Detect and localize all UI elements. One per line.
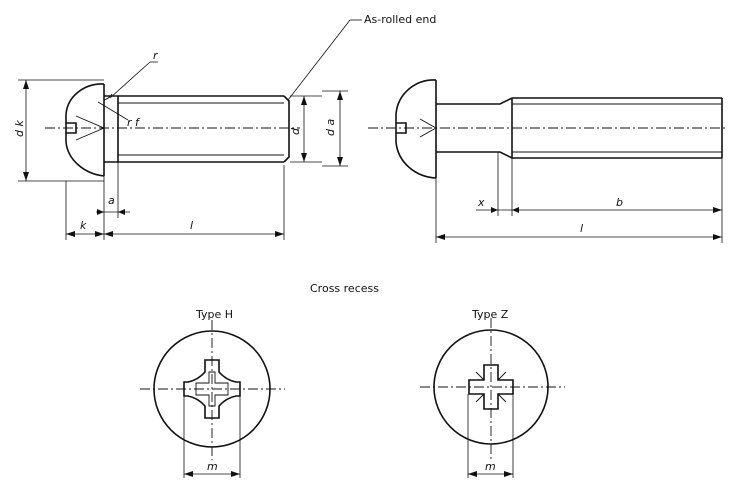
da-arrow-bottom [337, 157, 343, 166]
a-label: a [108, 194, 115, 207]
l-left-label: l [190, 219, 193, 232]
x-arrow-right [512, 207, 519, 213]
right-reduced-shank [436, 97, 513, 159]
da-arrow-top [337, 91, 343, 100]
type-h-label: Type H [195, 308, 233, 321]
type-z-m-arrow-right [504, 471, 513, 477]
left-screw-view: As-rolled end r r f d k d d a a k l [13, 13, 436, 240]
type-z-label: Type Z [471, 308, 509, 321]
right-screw-head [395, 79, 437, 179]
left-head-slot [66, 122, 77, 134]
left-shank-end [283, 95, 290, 163]
l-right-arrow-left [436, 234, 445, 240]
right-head-slot [396, 122, 407, 134]
as-rolled-end-label: As-rolled end [364, 13, 436, 26]
d-arrow-top [301, 96, 307, 105]
type-z-m-arrow-left [468, 471, 477, 477]
left-fillet [103, 93, 113, 101]
d-label: d [289, 127, 302, 135]
type-z-recess: Type Z m [420, 308, 565, 478]
l-right-arrow-right [713, 234, 722, 240]
type-h-cross [183, 359, 241, 419]
dk-label: d k [13, 120, 26, 137]
dk-arrow-top [23, 80, 29, 89]
type-h-m-label: m [207, 460, 218, 473]
type-h-m-arrow-left [184, 471, 193, 477]
x-label: x [477, 196, 485, 209]
l-arrow-right [275, 231, 284, 237]
type-z-ribs [475, 371, 507, 403]
k-arrow-right [95, 231, 104, 237]
k-label: k [80, 219, 87, 232]
b-arrow-right [713, 207, 722, 213]
cross-recess-title: Cross recess [310, 282, 379, 295]
b-label: b [616, 196, 623, 209]
left-recess-cone [75, 115, 106, 141]
da-label: d a [324, 119, 337, 136]
a-arrow-left [97, 209, 104, 215]
right-recess-cone [419, 118, 437, 138]
left-screw-head [65, 83, 105, 177]
a-arrow-right [118, 209, 125, 215]
as-rolled-leader [287, 19, 351, 101]
rf-label: r f [127, 116, 141, 129]
r-label: r [153, 49, 159, 62]
d-arrow-bottom [301, 153, 307, 162]
type-h-recess: Type H m [140, 308, 285, 478]
type-h-cross-inner [195, 371, 229, 407]
type-z-m-label: m [485, 460, 496, 473]
type-h-m-arrow-right [231, 471, 240, 477]
l-arrow-left [104, 231, 113, 237]
right-screw-view: x b l [368, 79, 728, 243]
dk-arrow-bottom [23, 172, 29, 181]
l-right-label: l [580, 222, 583, 235]
k-arrow-left [66, 231, 75, 237]
r-leader [109, 61, 151, 99]
rf-leader [97, 101, 129, 121]
x-arrow-left [491, 207, 498, 213]
